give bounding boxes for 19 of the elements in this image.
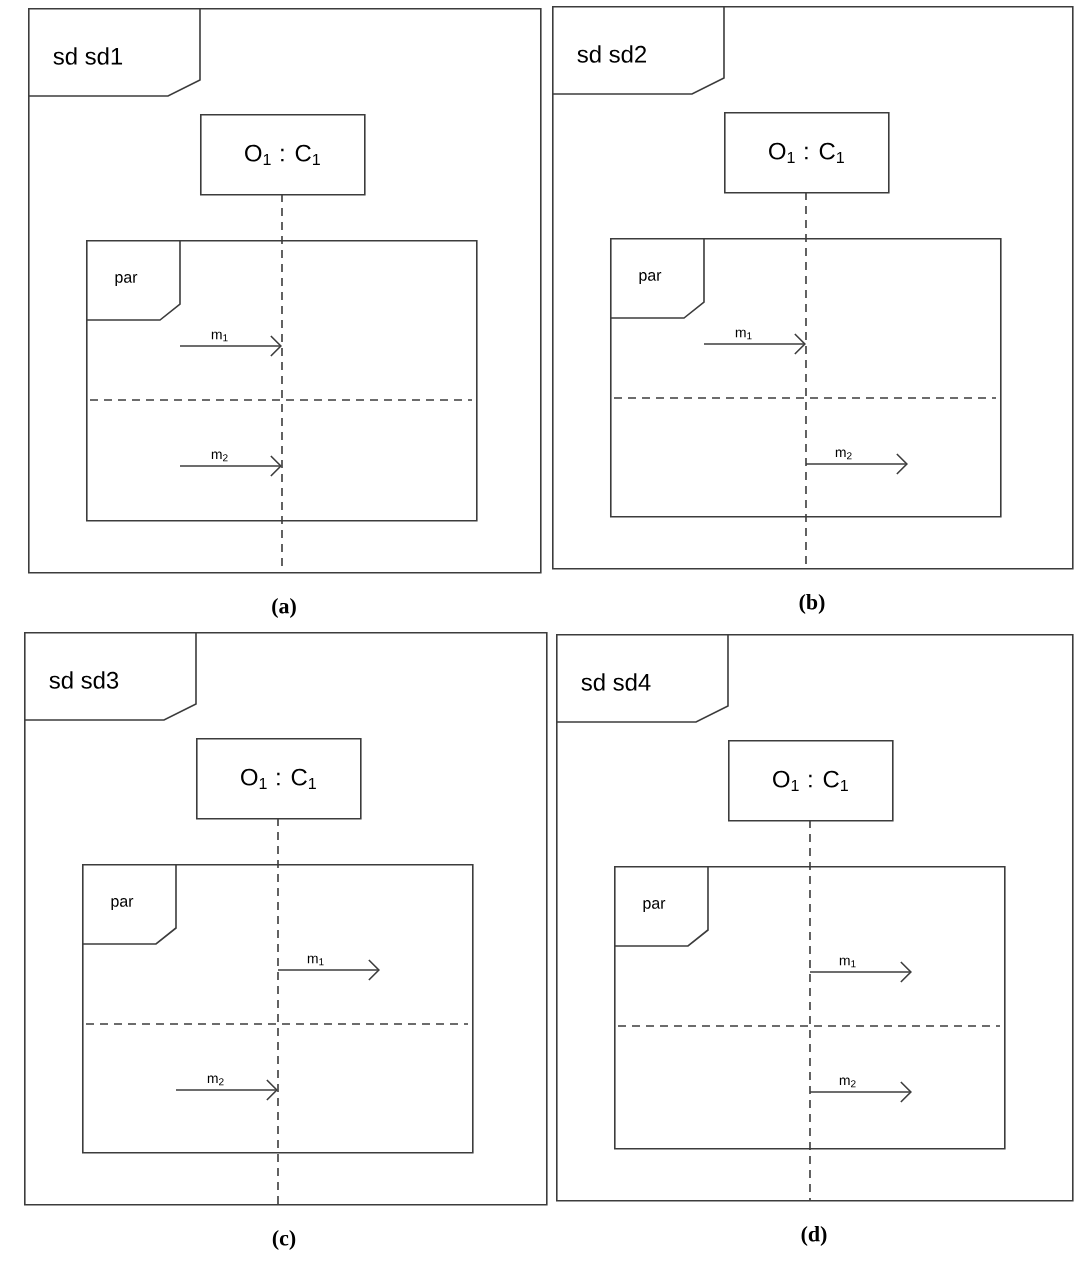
message-arrow	[809, 1081, 912, 1103]
caption: (b)	[799, 594, 825, 614]
message-arrow	[179, 335, 282, 357]
lifeline	[805, 191, 807, 569]
lifeline	[809, 819, 811, 1201]
message-arrow	[805, 453, 908, 475]
caption: (a)	[272, 598, 296, 618]
lifeline-head: O$_{1}$ : C$_{1}$	[728, 740, 894, 822]
message-arrow	[277, 959, 380, 981]
message-arrow	[179, 455, 282, 477]
caption: (c)	[272, 1230, 296, 1250]
lifeline-head: O$_{1}$ : C$_{1}$	[724, 112, 890, 194]
lifeline	[277, 817, 279, 1205]
lifeline-head: O$_{1}$ : C$_{1}$	[196, 738, 362, 820]
message-arrow	[809, 961, 912, 983]
message-arrow	[175, 1079, 278, 1101]
lifeline-head: O$_{1}$ : C$_{1}$	[200, 114, 366, 196]
caption: (d)	[801, 1226, 827, 1246]
message-arrow	[703, 333, 806, 355]
